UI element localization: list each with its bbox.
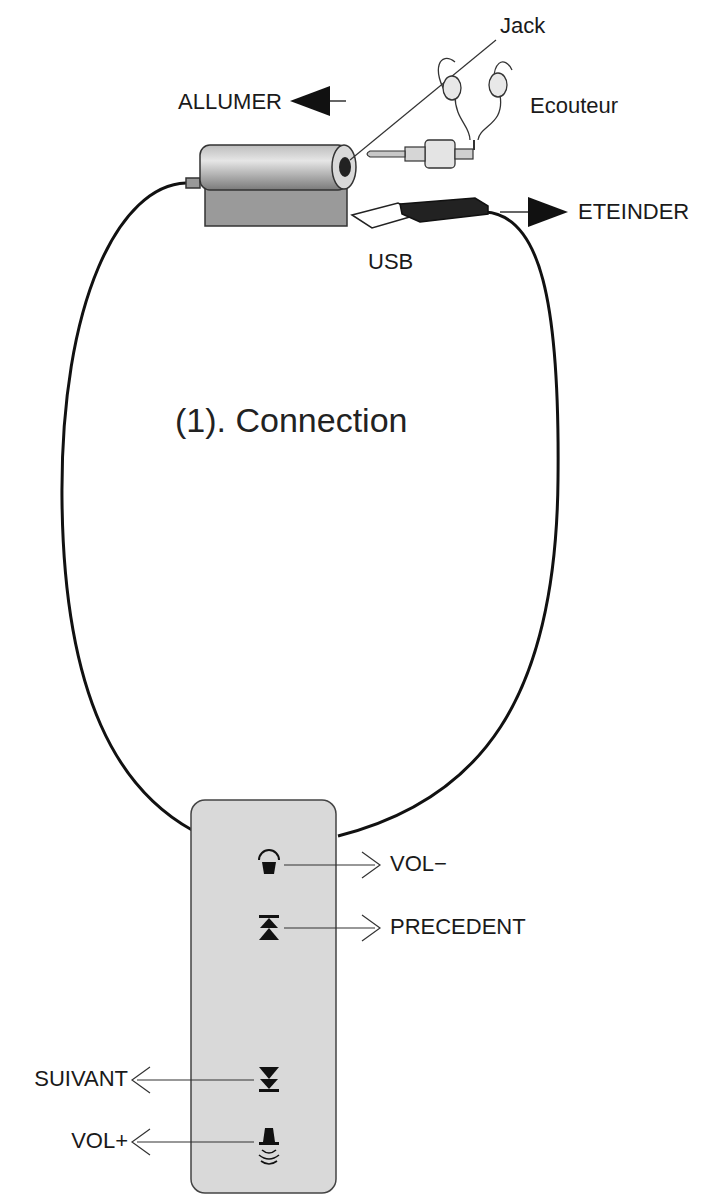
leader-chevron: [362, 915, 380, 941]
button-label: SUIVANT: [34, 1067, 128, 1091]
arrow-head: [528, 197, 568, 227]
cable-right: [338, 212, 558, 836]
previous-icon: [259, 915, 279, 918]
part-label: Jack: [500, 14, 545, 38]
arrow-shaft: [330, 100, 346, 102]
plug-sleeve: [455, 149, 473, 159]
leader-chevron: [132, 1129, 150, 1155]
jack-hole: [339, 157, 351, 177]
part-label: Ecouteur: [530, 94, 618, 118]
button-label: VOL+: [71, 1129, 128, 1153]
vol-up-icon: [259, 1142, 279, 1145]
diagram-title: (1). Connection: [175, 402, 407, 439]
previous-icon: [260, 918, 278, 928]
unit-end: [332, 145, 356, 189]
previous-icon: [259, 928, 279, 940]
earbud: [489, 73, 507, 97]
cable-connector: [186, 178, 200, 188]
unit-body: [200, 145, 348, 190]
cable-left: [62, 183, 192, 830]
vol-down-icon: [262, 862, 276, 874]
arrow-shaft: [500, 211, 528, 213]
leader-line: [284, 864, 375, 865]
unit-base: [205, 188, 347, 226]
remote-control: [191, 800, 336, 1193]
vol-up-icon: [263, 1128, 275, 1142]
earphone-wire: [438, 58, 512, 140]
plug-body: [425, 140, 455, 168]
leader-line: [350, 40, 496, 160]
part-label: USB: [368, 250, 413, 274]
arrow-head: [290, 86, 330, 116]
usb-body: [400, 198, 488, 222]
earbud: [443, 76, 461, 100]
leader-line: [137, 1141, 254, 1142]
plug-pin: [367, 151, 405, 157]
action-label: ALLUMER: [178, 90, 282, 114]
button-label: VOL−: [390, 852, 447, 876]
leader-chevron: [132, 1067, 150, 1093]
action-label: ETEINDER: [578, 200, 689, 224]
next-icon: [259, 1089, 279, 1092]
leader-line: [137, 1079, 254, 1080]
next-icon: [259, 1067, 279, 1079]
button-label: PRECEDENT: [390, 915, 526, 939]
plug-collar: [405, 147, 425, 161]
vol-up-icon: [259, 1150, 279, 1164]
next-icon: [260, 1079, 278, 1089]
vol-down-icon: [259, 850, 279, 860]
leader-chevron: [362, 852, 380, 878]
leader-line: [284, 927, 375, 928]
